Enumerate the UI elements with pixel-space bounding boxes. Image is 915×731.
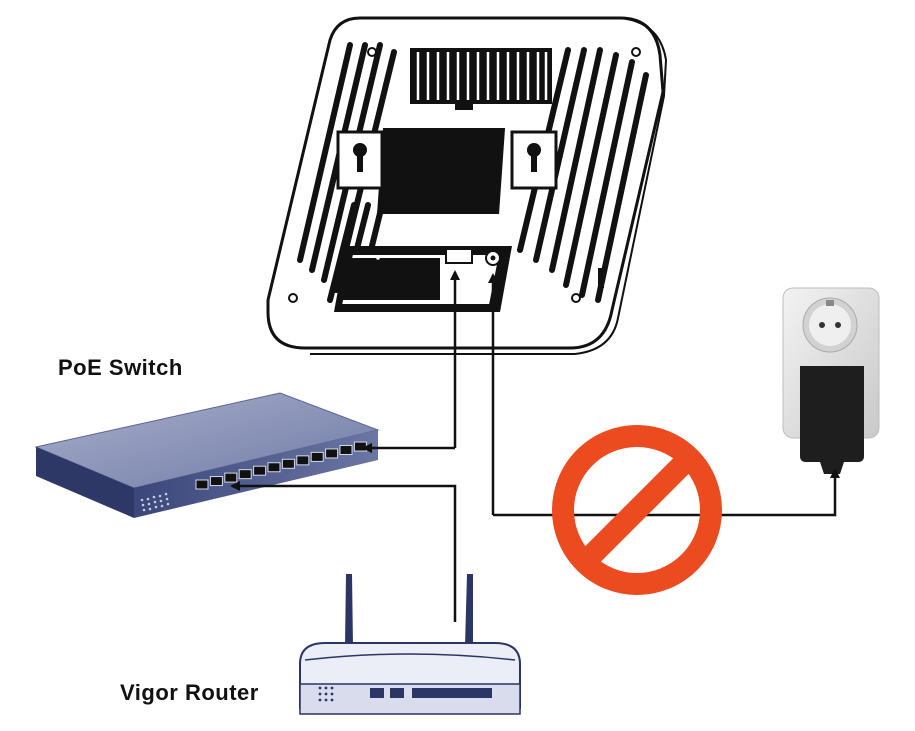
power-adapter bbox=[800, 366, 864, 474]
poe-switch-label: PoE Switch bbox=[58, 355, 183, 380]
mount-bracket-right bbox=[510, 130, 558, 190]
port-panel bbox=[334, 246, 512, 312]
top-vent bbox=[410, 48, 552, 110]
mount-bracket-left bbox=[336, 130, 384, 190]
switch-port bbox=[353, 441, 367, 452]
switch-port bbox=[325, 448, 339, 459]
switch-port bbox=[224, 472, 238, 483]
switch-port bbox=[281, 458, 295, 469]
ethernet-port bbox=[445, 248, 473, 264]
switch-port bbox=[310, 451, 324, 462]
switch-vent-dots bbox=[140, 492, 170, 512]
switch-ports bbox=[195, 441, 367, 490]
dc-power-line-adapter bbox=[493, 468, 840, 517]
switch-port bbox=[195, 479, 209, 490]
switch-port bbox=[238, 469, 252, 480]
router-device bbox=[299, 574, 521, 715]
vigor-router-label: Vigor Router bbox=[120, 680, 259, 705]
switch-port bbox=[296, 455, 310, 466]
prohibited-sign bbox=[552, 425, 722, 595]
switch-port bbox=[209, 476, 223, 487]
poe-switch-device bbox=[34, 392, 380, 518]
switch-port bbox=[253, 465, 267, 476]
access-point-device bbox=[266, 16, 668, 355]
switch-port bbox=[267, 462, 281, 473]
router-uplink-line bbox=[230, 481, 457, 622]
switch-port bbox=[339, 445, 353, 455]
router-vent-dots bbox=[318, 686, 334, 702]
